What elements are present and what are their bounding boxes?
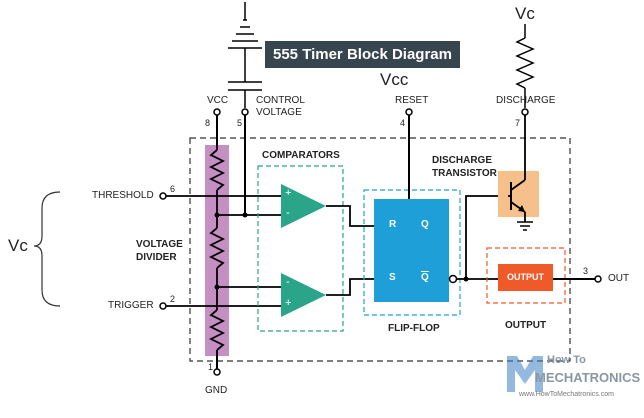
pin4-dot [405, 108, 413, 116]
vc-top-label: Vc [515, 4, 535, 23]
logo-line2: MECHATRONICS [535, 370, 641, 385]
pin2-number: 2 [170, 294, 176, 304]
output-block-label: OUTPUT [507, 272, 544, 282]
output-block [498, 264, 553, 291]
chip-boundary [189, 137, 571, 362]
pin3-number: 3 [583, 266, 589, 276]
comparators-box [257, 165, 344, 332]
flipflop-box [363, 189, 461, 316]
logo-m-icon [507, 356, 543, 392]
comp1-plus: + [285, 187, 292, 199]
ff-r-label: R [389, 219, 397, 230]
logo-url: www.HowToMechatronics.com [519, 391, 614, 398]
divider-resistor-3 [208, 309, 226, 351]
voltage-divider-label: VOLTAGE DIVIDER [136, 239, 183, 263]
voltage-divider-bar [205, 145, 229, 356]
gnd-label: GND [205, 385, 228, 396]
page-title: 555 Timer Block Diagram [265, 41, 460, 68]
discharge-resistor [515, 37, 535, 89]
comp2-plus: + [285, 297, 292, 309]
pin7-number: 7 [515, 118, 521, 128]
pin4-number: 4 [400, 118, 406, 128]
discharge-transistor-label: DISCHARGE TRANSISTOR [432, 155, 497, 179]
logo-line1: How To [547, 354, 586, 366]
pin8-dot [213, 108, 221, 116]
ff-qbar-label: Q [421, 272, 429, 283]
flip-flop-label: FLIP-FLOP [388, 323, 440, 334]
comp1-minus: - [286, 207, 290, 219]
comparators-label: COMPARATORS [262, 150, 340, 161]
comparator-1 [281, 184, 326, 228]
pin1-dot [213, 368, 221, 376]
howtomechatronics-logo: How To MECHATRONICS www.HowToMechatronic… [505, 352, 641, 407]
control-voltage-label: CONTROL VOLTAGE [256, 95, 305, 118]
pin1-number: 1 [208, 362, 214, 372]
pin5-number: 5 [237, 118, 243, 128]
ff-q-label: Q [421, 219, 429, 230]
vc-brace [33, 191, 61, 307]
trigger-label: TRIGGER [108, 300, 154, 311]
divider-resistor-2 [208, 227, 226, 269]
threshold-label: THRESHOLD [92, 190, 154, 201]
pin8-number: 8 [205, 118, 211, 128]
discharge-transistor-bg [498, 171, 539, 217]
vcc-pin-label: VCC [207, 95, 229, 106]
output-section-label: OUTPUT [505, 320, 547, 331]
pin6-number: 6 [170, 184, 176, 194]
divider-resistor-1 [208, 149, 226, 191]
pin3-dot [594, 275, 602, 283]
vcc-big-label: Vcc [380, 70, 409, 89]
pin5-dot [241, 108, 249, 116]
pin7-dot [521, 108, 529, 116]
reset-label: RESET [395, 95, 429, 106]
output-box [486, 247, 566, 304]
out-label: OUT [608, 273, 630, 284]
comparator-2 [281, 273, 326, 317]
comp2-minus: - [286, 276, 290, 288]
discharge-label: DISCHARGE [496, 95, 556, 106]
flipflop-block [374, 199, 449, 302]
pin2-dot [159, 302, 167, 310]
vc-left-label: Vc [8, 236, 28, 255]
ff-s-label: S [389, 272, 396, 283]
pin6-dot [159, 192, 167, 200]
